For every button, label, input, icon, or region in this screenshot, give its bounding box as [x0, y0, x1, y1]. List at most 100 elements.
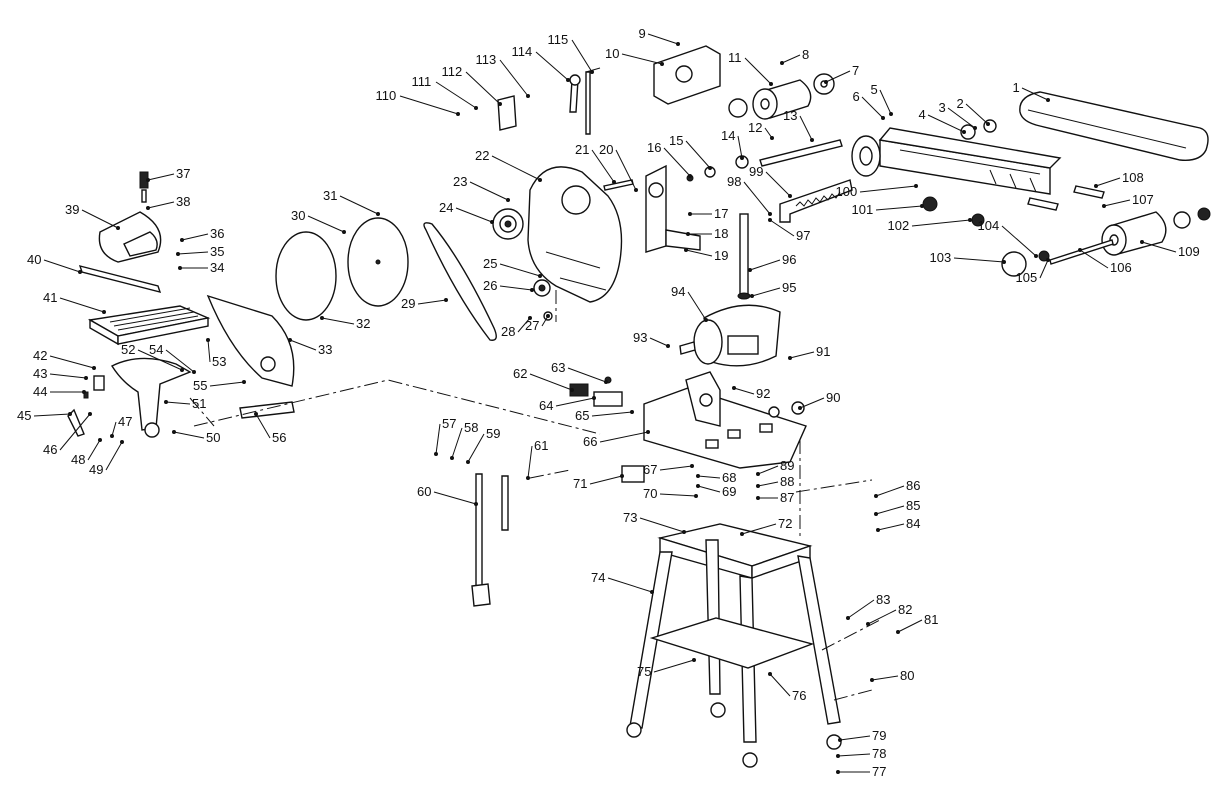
leader-line-24 [455, 207, 493, 223]
part-number-91: 91 [816, 344, 830, 359]
leader-line-63 [567, 367, 607, 383]
leader-end-31 [376, 212, 380, 216]
leader-end-22 [538, 178, 542, 182]
leader-line-82 [867, 609, 897, 625]
callout-113: 113 [476, 52, 530, 98]
part-number-86: 86 [906, 478, 920, 493]
leader-end-23 [506, 198, 510, 202]
leader-line-35 [177, 251, 209, 255]
part-number-104: 104 [978, 218, 1000, 233]
callout-90: 90 [798, 390, 840, 410]
part-number-96: 96 [782, 252, 796, 267]
leader-end-78 [836, 754, 840, 758]
callout-23: 23 [453, 174, 510, 202]
leader-end-71 [620, 474, 624, 478]
leader-line-74 [607, 577, 653, 593]
leader-end-72 [740, 532, 744, 536]
leader-end-14 [740, 156, 744, 160]
leader-line-6 [861, 96, 884, 119]
part-number-17: 17 [714, 206, 728, 221]
leader-end-2 [986, 122, 990, 126]
part-number-109: 109 [1178, 244, 1200, 259]
leader-end-57 [434, 452, 438, 456]
callout-41: 41 [43, 290, 106, 314]
leader-line-66 [599, 431, 649, 443]
part-number-68: 68 [722, 470, 736, 485]
part-number-57: 57 [442, 416, 456, 431]
part-number-80: 80 [900, 668, 914, 683]
leader-end-54 [192, 370, 196, 374]
sanding-belt [1019, 91, 1209, 161]
part-number-15: 15 [669, 133, 683, 148]
part-number-1: 1 [1013, 80, 1020, 95]
callout-20: 20 [599, 142, 638, 192]
bracket-112 [497, 95, 517, 131]
leader-line-76 [769, 673, 791, 697]
part-number-27: 27 [525, 318, 539, 333]
part-number-24: 24 [439, 200, 453, 215]
leader-end-12 [770, 136, 774, 140]
part-number-88: 88 [780, 474, 794, 489]
leader-line-56 [255, 413, 271, 439]
part-number-64: 64 [539, 398, 553, 413]
leader-end-34 [178, 266, 182, 270]
leader-line-88 [757, 481, 779, 487]
motor-base [643, 371, 807, 469]
leader-line-67 [659, 465, 693, 471]
callout-8: 8 [780, 47, 809, 65]
callout-77: 77 [836, 764, 886, 779]
leader-line-85 [875, 505, 905, 515]
platen [779, 179, 853, 223]
leader-line-40 [43, 259, 81, 273]
leader-line-22 [491, 155, 541, 181]
leader-end-73 [682, 530, 686, 534]
leader-line-65 [591, 411, 633, 417]
callout-104: 104 [978, 218, 1038, 258]
leader-line-45 [33, 413, 71, 417]
leader-end-109 [1140, 240, 1144, 244]
part-number-23: 23 [453, 174, 467, 189]
callout-107: 107 [1102, 192, 1154, 208]
callout-26: 26 [483, 278, 534, 293]
work-table [87, 305, 211, 346]
leader-line-32 [321, 317, 355, 325]
part-number-82: 82 [898, 602, 912, 617]
leader-line-109 [1141, 241, 1177, 253]
callout-39: 39 [65, 202, 120, 230]
callout-103: 103 [930, 250, 1006, 265]
callout-110: 110 [376, 88, 460, 116]
leader-line-75 [653, 659, 695, 673]
part-number-33: 33 [318, 342, 332, 357]
leader-end-51 [164, 400, 168, 404]
part-number-2: 2 [957, 96, 964, 111]
leader-line-97 [769, 219, 795, 237]
callout-115: 115 [548, 32, 594, 74]
leader-end-108 [1094, 184, 1098, 188]
leader-end-8 [780, 61, 784, 65]
leader-end-101 [920, 204, 924, 208]
leader-line-81 [897, 619, 923, 633]
leader-line-53 [207, 339, 211, 363]
leader-end-44 [82, 390, 86, 394]
part-number-112: 112 [442, 64, 463, 79]
leader-end-10 [660, 62, 664, 66]
part-number-105: 105 [1016, 270, 1038, 285]
hex-key [585, 71, 591, 135]
callout-112: 112 [442, 64, 502, 106]
leader-line-55 [209, 381, 245, 387]
part-number-36: 36 [210, 226, 224, 241]
callout-84: 84 [876, 516, 920, 532]
part-number-11: 11 [728, 50, 742, 65]
callout-7: 7 [824, 63, 859, 84]
leader-line-101 [875, 205, 923, 211]
callout-102: 102 [888, 218, 972, 233]
callout-73: 73 [623, 510, 686, 534]
leader-end-91 [788, 356, 792, 360]
leader-line-103 [953, 257, 1005, 263]
part-number-61: 61 [534, 438, 548, 453]
callout-12: 12 [748, 120, 774, 140]
callout-111: 111 [412, 74, 478, 110]
leader-line-4 [927, 114, 965, 133]
leader-end-90 [798, 406, 802, 410]
